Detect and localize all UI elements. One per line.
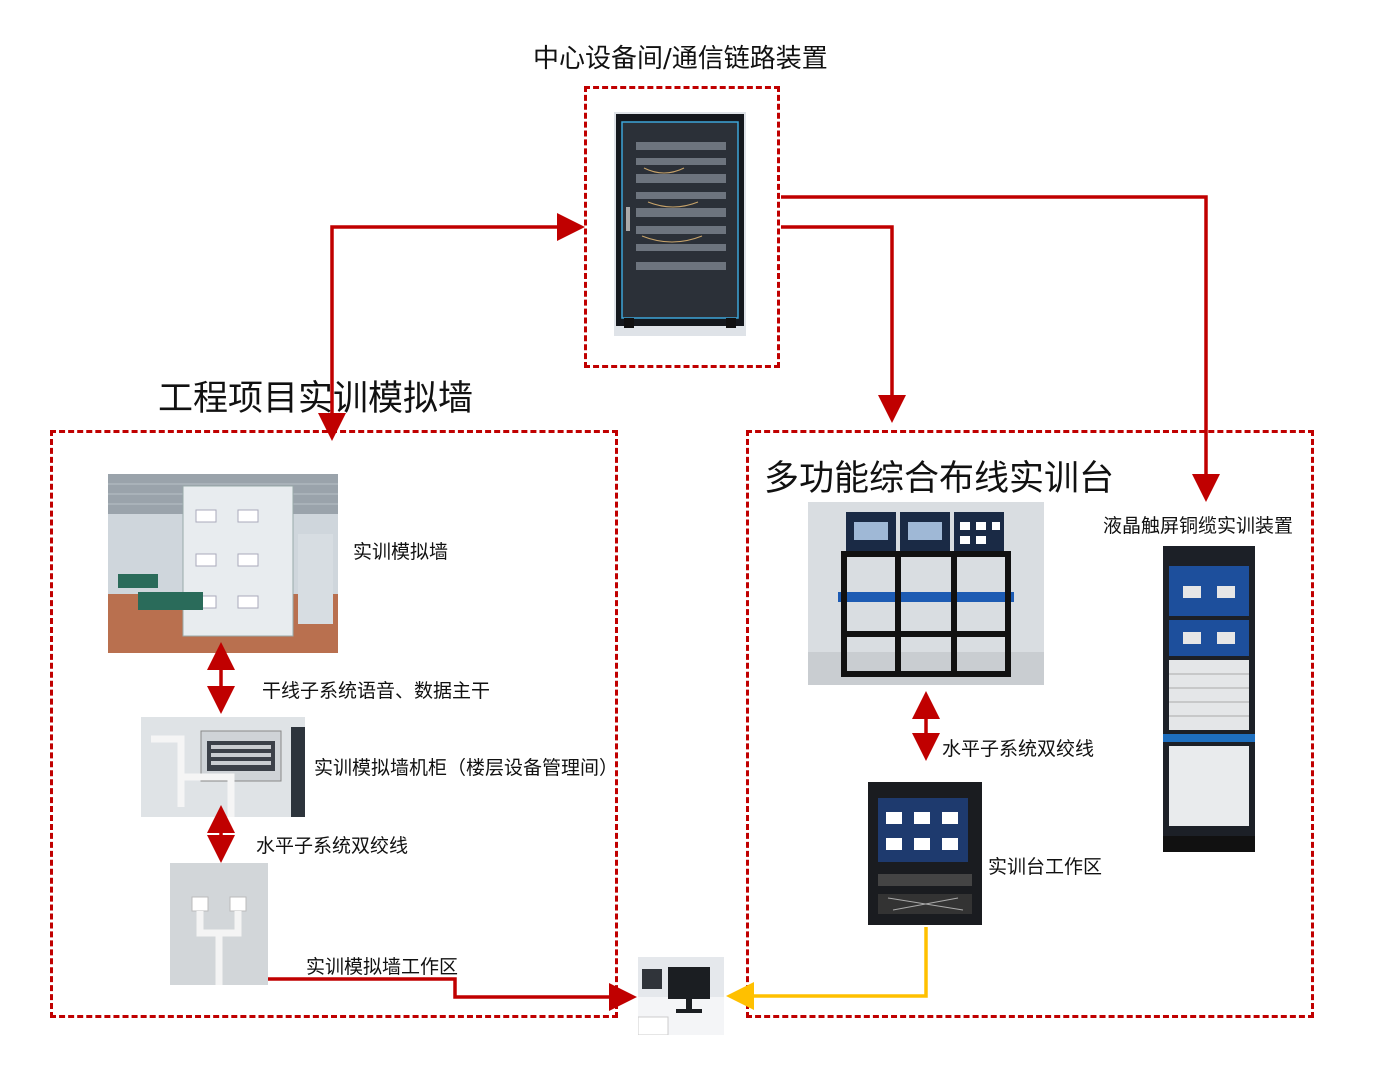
wall-workarea-photo — [170, 863, 268, 985]
computer-workstation-photo — [638, 957, 724, 1035]
wall-horizontal-label: 水平子系统双绞线 — [256, 835, 409, 857]
bench-workarea-photo — [868, 782, 982, 925]
center-rack-photo — [614, 112, 746, 336]
wall-workarea-label: 实训模拟墙工作区 — [306, 956, 459, 978]
bench-workarea-label: 实训台工作区 — [988, 856, 1103, 878]
center-zone — [584, 86, 780, 368]
link-bench-workarea-computer — [726, 927, 928, 1010]
link-center-wall — [318, 213, 585, 441]
wall-cabinet-label: 实训模拟墙机柜（楼层设备管理间） — [314, 757, 619, 779]
cabling-bench-photo — [808, 502, 1044, 685]
bench-zone-title: 多功能综合布线实训台 — [764, 459, 1115, 499]
center-title: 中心设备间/通信链路装置 — [533, 44, 828, 74]
lcd-device-photo — [1163, 546, 1255, 852]
link-center-bench — [781, 225, 906, 423]
bench-zone — [746, 430, 1314, 1018]
lcd-device-label: 液晶触屏铜缆实训装置 — [1103, 515, 1294, 537]
bench-horizontal-label: 水平子系统双绞线 — [942, 738, 1095, 760]
wall-cabinet-photo — [141, 717, 305, 817]
link-wall-workarea-computer — [268, 977, 637, 1011]
backbone-label: 干线子系统语音、数据主干 — [262, 680, 491, 702]
training-wall-label: 实训模拟墙 — [353, 541, 449, 563]
link-center-lcd — [781, 195, 1220, 502]
